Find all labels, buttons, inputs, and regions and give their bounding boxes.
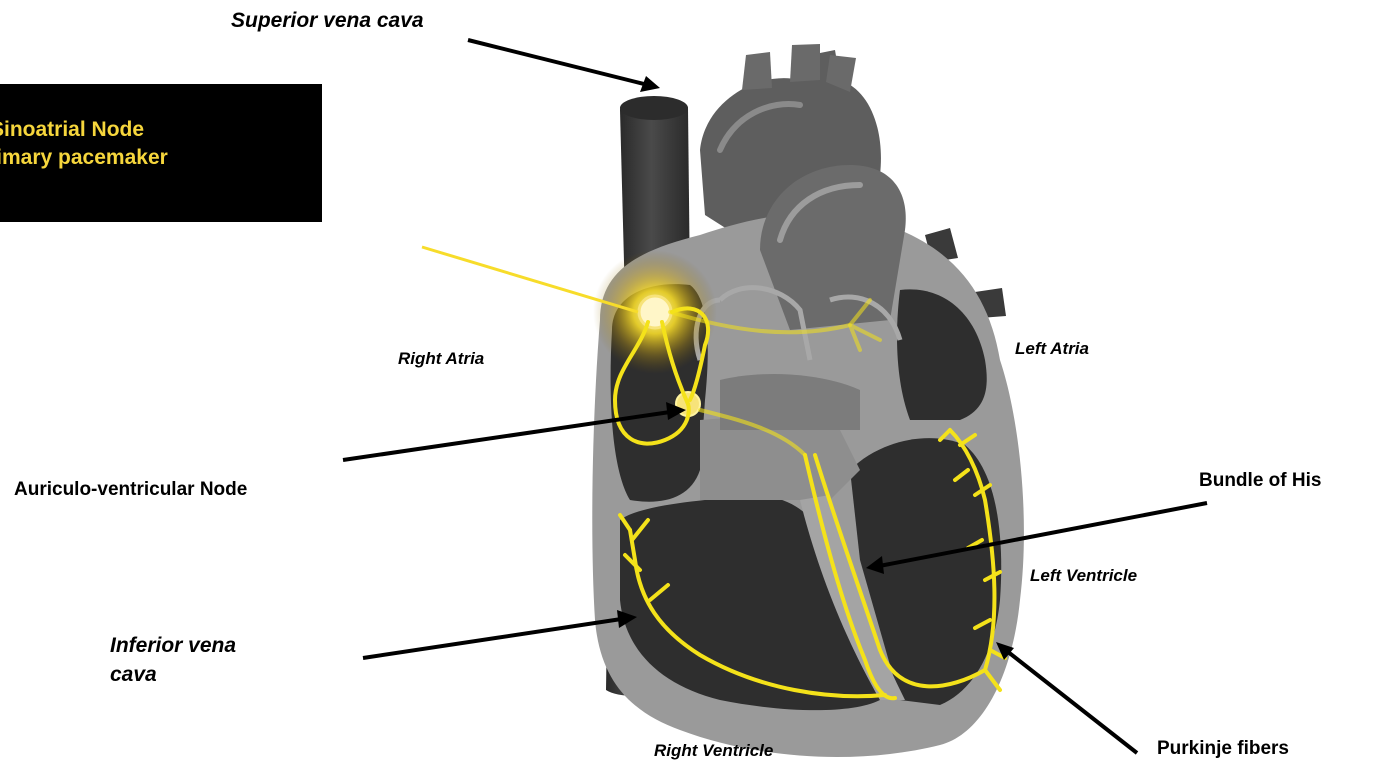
label-av-node: Auriculo-ventricular Node — [14, 479, 247, 501]
sa-node-subtitle: Primary pacemaker — [0, 146, 168, 170]
label-bundle-of-his: Bundle of His — [1199, 470, 1321, 492]
label-right-atria: Right Atria — [398, 349, 484, 369]
label-right-ventricle: Right Ventricle — [654, 741, 773, 761]
sa-node-title: Sinoatrial Node — [0, 118, 144, 142]
label-inferior-vena-cava-line1: Inferior vena — [110, 634, 236, 658]
sa-node-label-box: Sinoatrial Node Primary pacemaker — [0, 84, 322, 222]
label-left-ventricle: Left Ventricle — [1030, 566, 1137, 586]
label-left-atria: Left Atria — [1015, 339, 1089, 359]
label-purkinje-fibers: Purkinje fibers — [1157, 738, 1289, 760]
label-inferior-vena-cava-line2: cava — [110, 663, 157, 687]
label-superior-vena-cava: Superior vena cava — [231, 9, 424, 33]
